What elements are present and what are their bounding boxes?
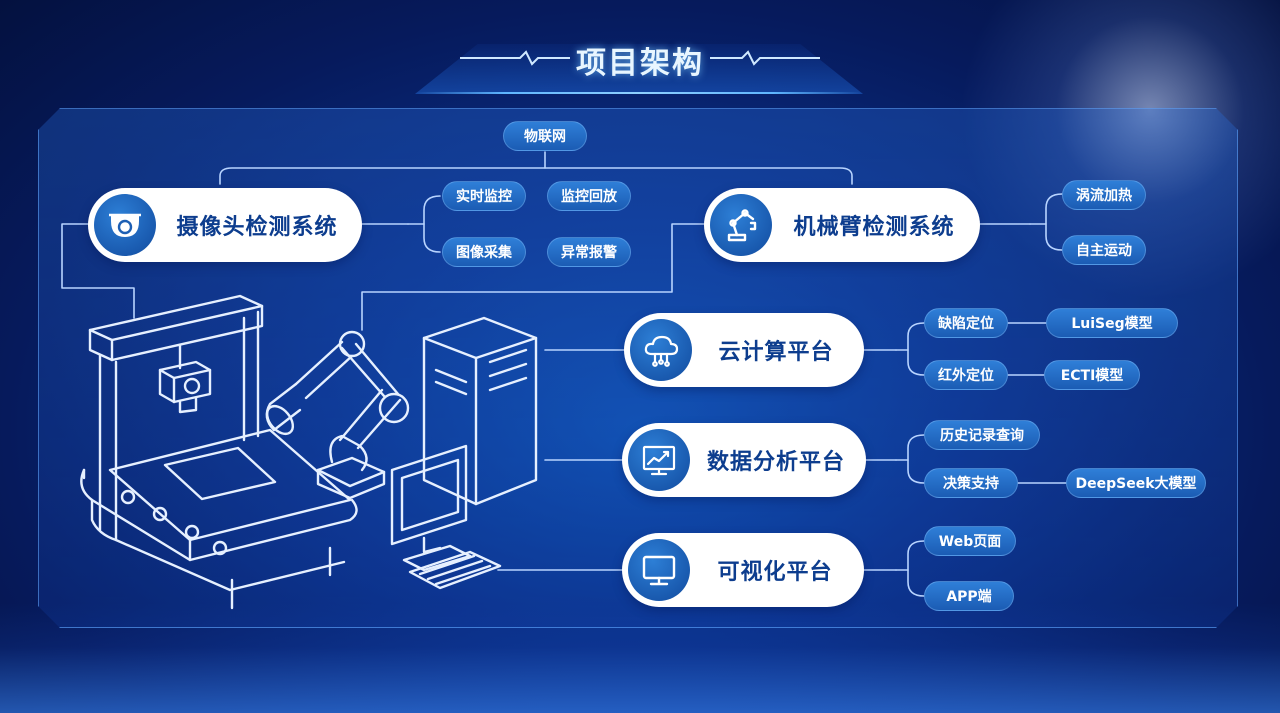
tag-web-page: Web页面 — [924, 526, 1016, 556]
tag-eddy-heating: 涡流加热 — [1062, 180, 1146, 210]
camera-system-node[interactable]: 摄像头检测系统 — [88, 188, 362, 262]
header-underline — [415, 92, 863, 94]
tag-decision-support: 决策支持 — [924, 468, 1018, 498]
chart-monitor-icon — [628, 429, 690, 491]
tag-app-client: APP端 — [924, 581, 1014, 611]
tag-luiseg-model: LuiSeg模型 — [1046, 308, 1178, 338]
tag-history-query: 历史记录查询 — [924, 420, 1040, 450]
tag-anomaly-alarm: 异常报警 — [547, 237, 631, 267]
pulse-line-right-icon — [710, 50, 820, 66]
arm-system-node[interactable]: 机械臂检测系统 — [704, 188, 980, 262]
pulse-line-left-icon — [460, 50, 570, 66]
tag-monitoring-playback: 监控回放 — [547, 181, 631, 211]
header-banner — [415, 44, 863, 94]
tag-autonomous-motion: 自主运动 — [1062, 235, 1146, 265]
data-platform-node[interactable]: 数据分析平台 — [622, 423, 866, 497]
page-title: 项目架构 — [576, 46, 704, 81]
tag-ecti-model: ECTI模型 — [1044, 360, 1140, 390]
robot-arm-icon — [710, 194, 772, 256]
tag-infrared-locating: 红外定位 — [924, 360, 1008, 390]
visual-platform-label: 可视化平台 — [717, 560, 833, 585]
arm-system-label: 机械臂检测系统 — [793, 215, 955, 240]
cloud-platform-node[interactable]: 云计算平台 — [624, 313, 864, 387]
visual-platform-node[interactable]: 可视化平台 — [622, 533, 864, 607]
factory-illustration — [80, 294, 538, 610]
bottom-glow — [0, 603, 1280, 713]
tag-defect-locating: 缺陷定位 — [924, 308, 1008, 338]
tag-realtime-monitoring: 实时监控 — [442, 181, 526, 211]
iot-hub-tag: 物联网 — [503, 121, 587, 151]
camera-system-label: 摄像头检测系统 — [176, 215, 338, 240]
monitor-icon — [628, 539, 690, 601]
data-platform-label: 数据分析平台 — [706, 450, 845, 475]
cloud-platform-label: 云计算平台 — [718, 340, 834, 365]
cloud-icon — [630, 319, 692, 381]
tag-image-capture: 图像采集 — [442, 237, 526, 267]
camera-icon — [94, 194, 156, 256]
tag-deepseek-model: DeepSeek大模型 — [1066, 468, 1206, 498]
